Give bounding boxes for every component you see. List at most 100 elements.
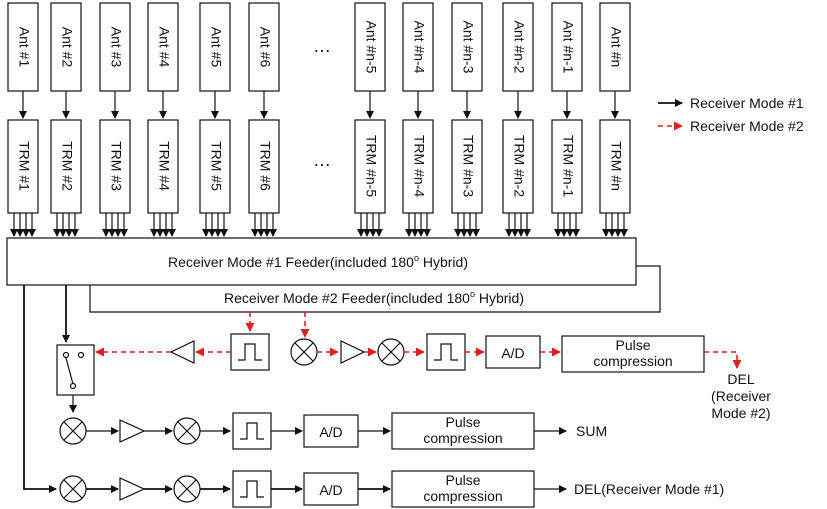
- trm-box: [248, 119, 280, 214]
- amplifier-icon: [119, 419, 146, 443]
- antenna-box: [199, 2, 231, 92]
- antenna-label: Ant #2: [59, 27, 75, 68]
- trm-label: TRM #2: [59, 141, 75, 191]
- antenna-label: Ant #3: [108, 27, 124, 68]
- trm-label: TRM #n-2: [511, 135, 527, 197]
- mode2-wire-out: [704, 351, 742, 369]
- antenna-label: Ant #n: [608, 27, 624, 67]
- antenna-box: [599, 2, 631, 92]
- antenna-box: [99, 2, 131, 92]
- feeder-mode1-label: Receiver Mode #1 Feeder(included 180o Hy…: [168, 253, 468, 270]
- ad-label: A/D: [319, 482, 342, 498]
- filter-icon: [232, 412, 272, 450]
- trm-label: TRM #4: [156, 141, 172, 191]
- pulse-compression-del1: [391, 470, 535, 508]
- amplifier-icon: [169, 340, 195, 364]
- column-2: Ant #2 TRM #2: [50, 2, 82, 237]
- column-3: Ant #3 TRM #3: [99, 2, 131, 237]
- pulse-label-2: compression: [423, 488, 502, 504]
- ad-converter-mode2: [485, 335, 541, 369]
- output-del-mode2-3: Mode #2): [711, 405, 770, 421]
- antenna-box: [147, 2, 179, 92]
- filter-icon: [426, 333, 466, 371]
- legend: Receiver Mode #1 Receiver Mode #2: [658, 95, 804, 134]
- pulse-compression-sum: [391, 412, 535, 450]
- pulse-label-1: Pulse: [615, 337, 650, 353]
- antenna-label: Ant #1: [16, 27, 32, 68]
- switch-blade: [65, 357, 74, 385]
- column-6: Ant #6 TRM #6: [248, 2, 280, 237]
- trm-box: [147, 119, 179, 214]
- antenna-label: Ant #4: [156, 27, 172, 68]
- antenna-box: [502, 2, 534, 92]
- trm-label: TRM #3: [108, 141, 124, 191]
- switch-contact-a: [62, 351, 70, 359]
- trm-label: TRM #6: [257, 141, 273, 191]
- antenna-label: Ant #n-2: [511, 21, 527, 74]
- antenna-label: Ant #5: [208, 27, 224, 68]
- ellipsis-mid: …: [313, 150, 331, 170]
- antenna-box: [50, 2, 82, 92]
- trm-label: TRM #n-4: [411, 135, 427, 197]
- output-del-mode2-1: DEL: [727, 371, 754, 387]
- antenna-box: [248, 2, 280, 92]
- antenna-box: [354, 2, 386, 92]
- trm-label: TRM #1: [16, 141, 32, 191]
- switch-icon: [56, 344, 95, 396]
- antenna-label: Ant #n-3: [460, 21, 476, 74]
- trm-label: TRM #n-5: [363, 135, 379, 197]
- filter-icon-glyph: [434, 343, 458, 361]
- sum-chain: A/D Pulse compression SUM: [59, 285, 607, 450]
- trm-label: TRM #5: [208, 141, 224, 191]
- mixer-icon-cross: [381, 342, 401, 362]
- output-sum: SUM: [576, 423, 607, 439]
- feeder-mode1-box: [6, 237, 637, 286]
- trm-box: [199, 119, 231, 214]
- trm-label: TRM #n-3: [460, 135, 476, 197]
- trm-box: [402, 119, 434, 214]
- mixer-icon-cross: [63, 421, 83, 441]
- filter-icon-glyph: [240, 480, 264, 498]
- column-1: Ant #1 TRM #1: [7, 2, 39, 237]
- antenna-box: [451, 2, 483, 92]
- ad-label: A/D: [319, 424, 342, 440]
- feeder-mode2-box: [89, 265, 661, 313]
- antenna-label: Ant #6: [257, 27, 273, 68]
- pulse-compression-mode2: [561, 335, 705, 373]
- trm-box: [7, 119, 39, 214]
- output-del-mode1: DEL(Receiver Mode #1): [574, 481, 724, 497]
- trm-box: [599, 119, 631, 214]
- column-4: Ant #4 TRM #4: [147, 2, 179, 237]
- trm-box: [354, 119, 386, 214]
- output-del-mode2-2: (Receiver: [711, 388, 771, 404]
- column-5: Ant #5 TRM #5: [199, 2, 231, 237]
- trm-box: [502, 119, 534, 214]
- pulse-label-2: compression: [423, 430, 502, 446]
- trm-box: [50, 119, 82, 214]
- trm-box: [551, 119, 583, 214]
- legend-mode1-label: Receiver Mode #1: [690, 95, 804, 111]
- del1-wire-feeder: [23, 285, 57, 493]
- trm-box: [99, 119, 131, 214]
- mixer-icon-cross: [63, 479, 83, 499]
- switch-contact-c: [69, 382, 77, 390]
- ad-converter-sum: [303, 414, 359, 448]
- antenna-box: [7, 2, 39, 92]
- filter-icon: [230, 333, 270, 371]
- legend-mode2-label: Receiver Mode #2: [690, 118, 804, 134]
- filter-icon-glyph: [238, 343, 262, 361]
- del-mode1-chain: A/D Pulse compression DEL(Receiver Mode …: [23, 285, 724, 508]
- filter-icon: [232, 470, 272, 508]
- mode2-chain: A/D Pulse compression DEL (Receiver Mode…: [95, 312, 771, 421]
- ad-label: A/D: [501, 345, 524, 361]
- antenna-label: Ant #n-4: [411, 21, 427, 74]
- antenna-label: Ant #n-5: [363, 21, 379, 74]
